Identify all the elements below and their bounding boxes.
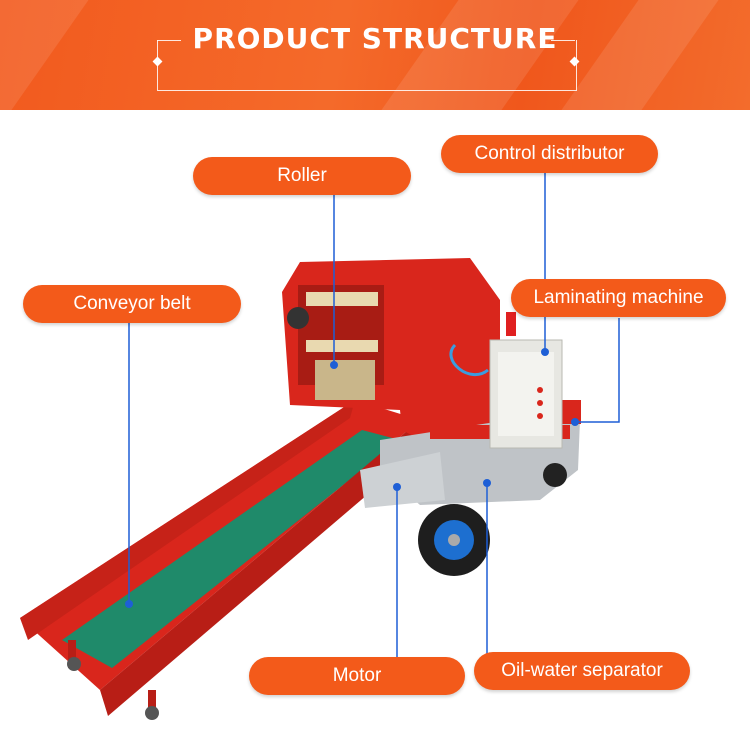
control-button (537, 413, 543, 419)
label-laminating-machine: Laminating machine (511, 279, 726, 317)
title-frame-corner (157, 40, 181, 41)
leader-dot-laminating-machine (571, 418, 579, 426)
caster-wheel (67, 657, 81, 671)
leader-dot-motor (393, 483, 401, 491)
leader-dot-oil-water-separator (483, 479, 491, 487)
leader-line-laminating-machine (575, 318, 620, 423)
control-button (537, 387, 543, 393)
title-frame-corner (551, 40, 575, 41)
roller-drum (306, 292, 378, 306)
page-title: PRODUCT STRUCTURE (192, 22, 558, 55)
gear-wheel (287, 307, 309, 329)
warning-light (506, 312, 516, 336)
leader-dot-control-distributor (541, 348, 549, 356)
roller-drum (306, 340, 378, 352)
rear-wheel (543, 463, 567, 487)
control-button (537, 400, 543, 406)
conveyor-leg (68, 640, 76, 668)
bale-chamber (315, 360, 375, 400)
conveyor-side-rail (20, 400, 355, 640)
caster-wheel (145, 706, 159, 720)
motor-housing (360, 452, 445, 508)
conveyor-leg (148, 690, 156, 714)
conveyor-side-rail (100, 420, 422, 716)
label-oil-water-separator: Oil-water separator (474, 652, 690, 690)
label-roller: Roller (193, 157, 411, 195)
leader-dot-conveyor-belt (125, 600, 133, 608)
leader-dot-roller (330, 361, 338, 369)
control-box-panel (498, 352, 554, 436)
hose (449, 343, 489, 377)
header-banner: PRODUCT STRUCTURE (0, 0, 750, 110)
label-motor: Motor (249, 657, 465, 695)
wheel-center (448, 534, 460, 546)
label-conveyor-belt: Conveyor belt (23, 285, 241, 323)
conveyor-belt-surface (62, 430, 400, 668)
label-control-distributor: Control distributor (441, 135, 658, 173)
